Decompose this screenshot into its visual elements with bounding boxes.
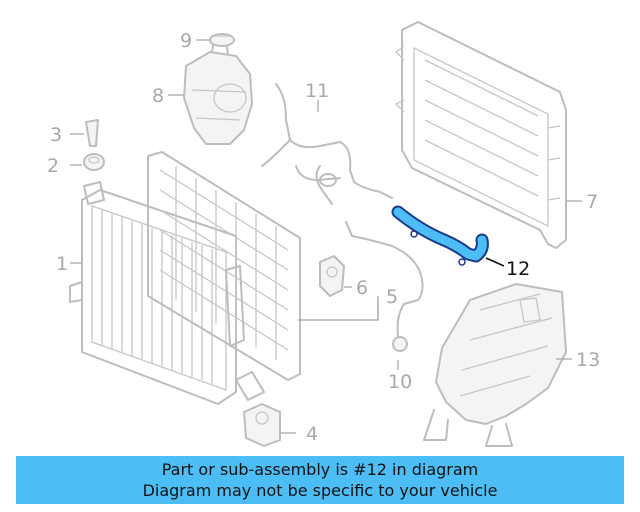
callout-4: 4 (306, 423, 318, 445)
callout-8: 8 (152, 85, 164, 107)
callout-9: 9 (180, 30, 192, 52)
callout-1: 1 (56, 253, 68, 275)
callout-3: 3 (50, 124, 62, 146)
part-12-hose (391, 205, 489, 266)
callout-12: 12 (506, 258, 530, 280)
parts-diagram: 9 8 11 3 2 1 7 6 5 10 4 13 12 (47, 21, 600, 447)
part-9-cap (209, 33, 235, 47)
callout-5: 5 (386, 286, 398, 308)
part-11-hose (261, 83, 393, 205)
callout-13: 13 (576, 349, 600, 371)
part-13-bracket (423, 283, 567, 447)
part-4-bracket (235, 371, 281, 447)
part-6-valve (319, 255, 345, 297)
callout-7: 7 (586, 191, 598, 213)
info-banner: Part or sub-assembly is #12 in diagram D… (16, 456, 624, 504)
callout-10: 10 (388, 371, 412, 393)
callout-2: 2 (47, 155, 59, 177)
part-7-frame (394, 21, 567, 249)
part-3-pin (85, 119, 99, 147)
part-10-hose (345, 221, 424, 352)
callout-11: 11 (305, 80, 329, 102)
part-8-expansion-tank (183, 39, 253, 145)
fan-shroud (147, 151, 301, 381)
part-1-radiator (69, 181, 237, 405)
banner-line-1: Part or sub-assembly is #12 in diagram (161, 460, 479, 479)
callout-6: 6 (356, 277, 368, 299)
banner-line-2: Diagram may not be specific to your vehi… (142, 481, 498, 500)
part-2-bushing (83, 153, 105, 171)
